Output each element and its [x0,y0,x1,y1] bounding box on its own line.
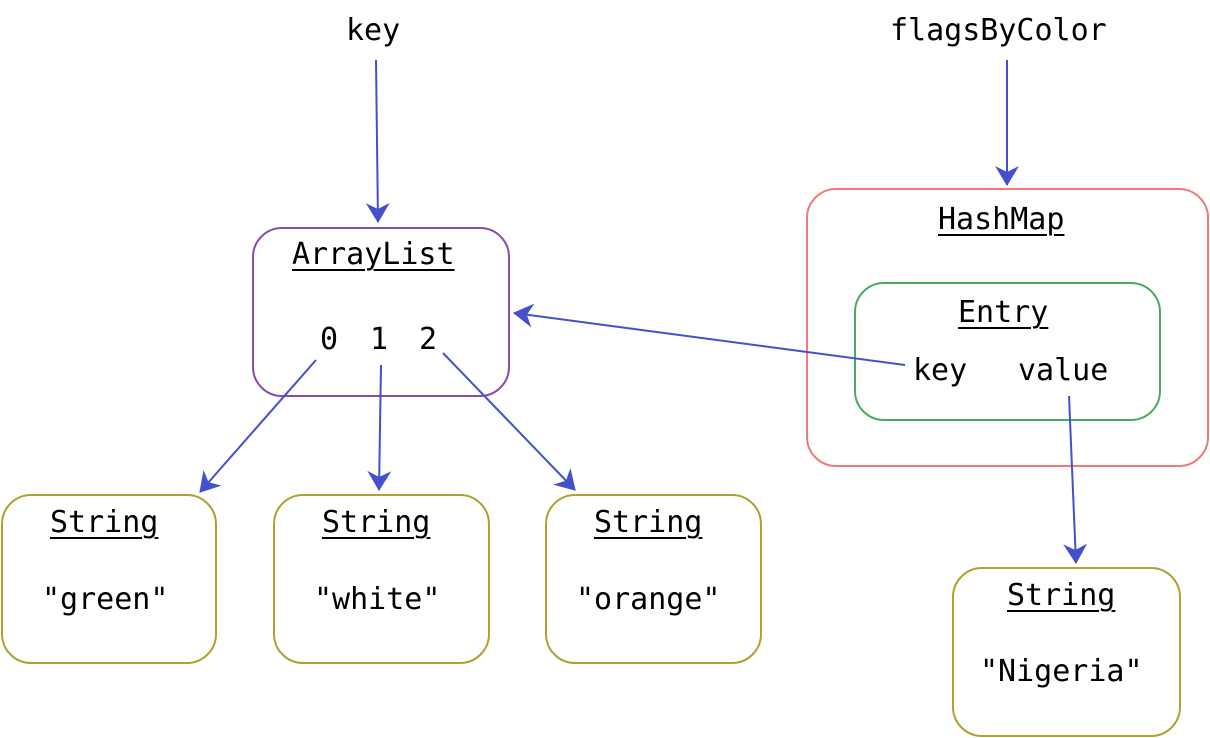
arrow-index2-to-orange [442,352,576,491]
entry-value-label: value [1018,353,1109,388]
string-title-orange: String [594,505,703,540]
arraylist-title: ArrayList [292,237,455,272]
string-box-white [273,494,490,664]
string-value-orange: "orange" [576,582,721,617]
arrow-index1-to-white [367,364,392,491]
entry-title: Entry [958,295,1049,330]
hashmap-box [806,188,1209,467]
string-title-white: String [322,505,431,540]
arrow-entry-key-to-arraylist [513,303,906,366]
string-value-white: "white" [314,582,441,617]
arrow-key-to-arraylist [365,59,390,223]
entry-key-label: key [913,353,968,388]
string-title-green: String [50,505,159,540]
string-title-nigeria: String [1007,578,1116,613]
arrow-entry-value-to-nigeria [1063,395,1088,564]
entry-box [854,282,1161,421]
string-box-green [1,494,217,664]
arraylist-index-1: 1 [370,322,389,357]
variable-flagsbycolor-label: flagsByColor [890,13,1107,48]
arrow-index0-to-green [199,359,317,493]
variable-key-label: key [346,13,401,48]
hashmap-title: HashMap [938,202,1065,237]
arraylist-index-2: 2 [419,322,438,357]
string-value-green: "green" [42,582,169,617]
string-box-nigeria [952,567,1181,737]
arraylist-index-0: 0 [320,322,339,357]
string-value-nigeria: "Nigeria" [980,654,1143,689]
string-box-orange [545,494,762,664]
